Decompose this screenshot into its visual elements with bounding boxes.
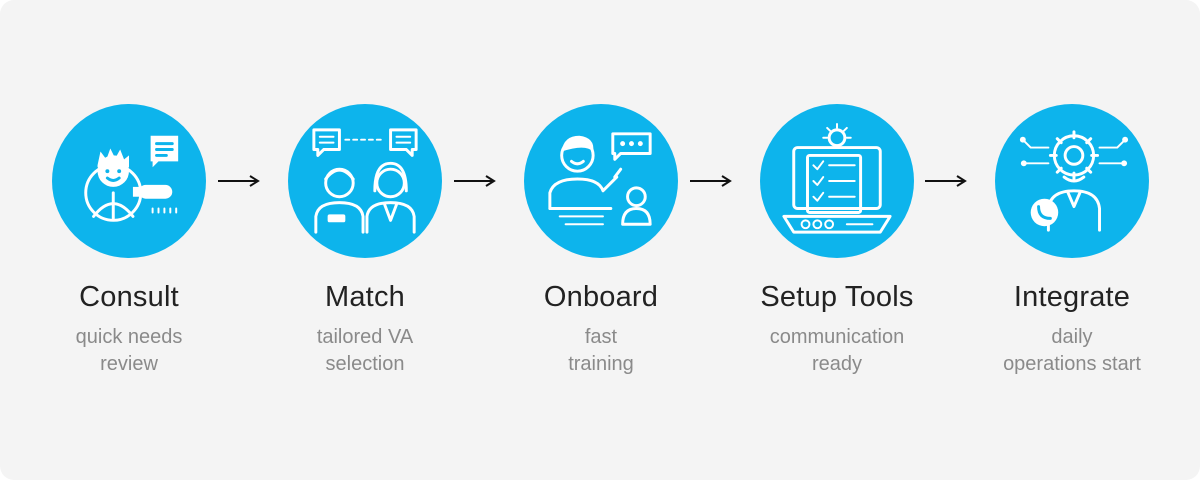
step-subtitle: quick needs review	[76, 324, 183, 378]
arrow-right-icon	[218, 175, 260, 187]
step-setup-tools: Setup Tools communication ready	[727, 104, 947, 378]
step-title: Onboard	[543, 281, 659, 313]
step-subtitle-line-2: review	[100, 353, 158, 375]
step-title: Setup Tools	[760, 281, 914, 313]
step-icon-circle	[760, 104, 914, 258]
step-subtitle-line-2: selection	[325, 353, 405, 375]
step-subtitle: tailored VA selection	[317, 324, 413, 378]
arrow-right-icon	[690, 175, 732, 187]
step-subtitle-line-1: daily	[1051, 326, 1093, 348]
arrow-right-icon	[454, 175, 496, 187]
onboarding-trainer-icon	[548, 132, 652, 226]
integration-gear-person-icon	[1019, 130, 1129, 232]
step-subtitle-line-1: quick needs	[75, 326, 183, 348]
step-subtitle: communication ready	[770, 324, 905, 378]
step-onboard: Onboard fast training	[491, 104, 711, 378]
step-subtitle: fast training	[568, 324, 634, 378]
arrow-right-icon	[925, 175, 967, 187]
step-icon-circle	[995, 104, 1149, 258]
step-subtitle-line-2: ready	[811, 353, 862, 375]
step-integrate: Integrate daily operations start	[962, 104, 1182, 378]
step-subtitle-line-1: tailored VA	[316, 326, 414, 348]
step-subtitle-line-2: training	[568, 353, 634, 375]
step-consult: Consult quick needs review	[19, 104, 239, 378]
matching-people-icon	[312, 128, 418, 234]
step-icon-circle	[524, 104, 678, 258]
step-icon-circle	[52, 104, 206, 258]
consultant-magnifier-icon	[84, 135, 179, 222]
step-title: Integrate	[1013, 281, 1131, 313]
step-subtitle-line-1: fast	[584, 326, 618, 348]
step-match: Match tailored VA selection	[255, 104, 475, 378]
step-title: Match	[325, 281, 405, 313]
step-title: Consult	[79, 281, 179, 313]
step-icon-circle	[288, 104, 442, 258]
tools-checklist-icon	[782, 122, 892, 234]
step-subtitle: daily operations start	[1003, 324, 1141, 378]
step-subtitle-line-2: operations start	[1003, 353, 1141, 375]
step-subtitle-line-1: communication	[769, 326, 905, 348]
